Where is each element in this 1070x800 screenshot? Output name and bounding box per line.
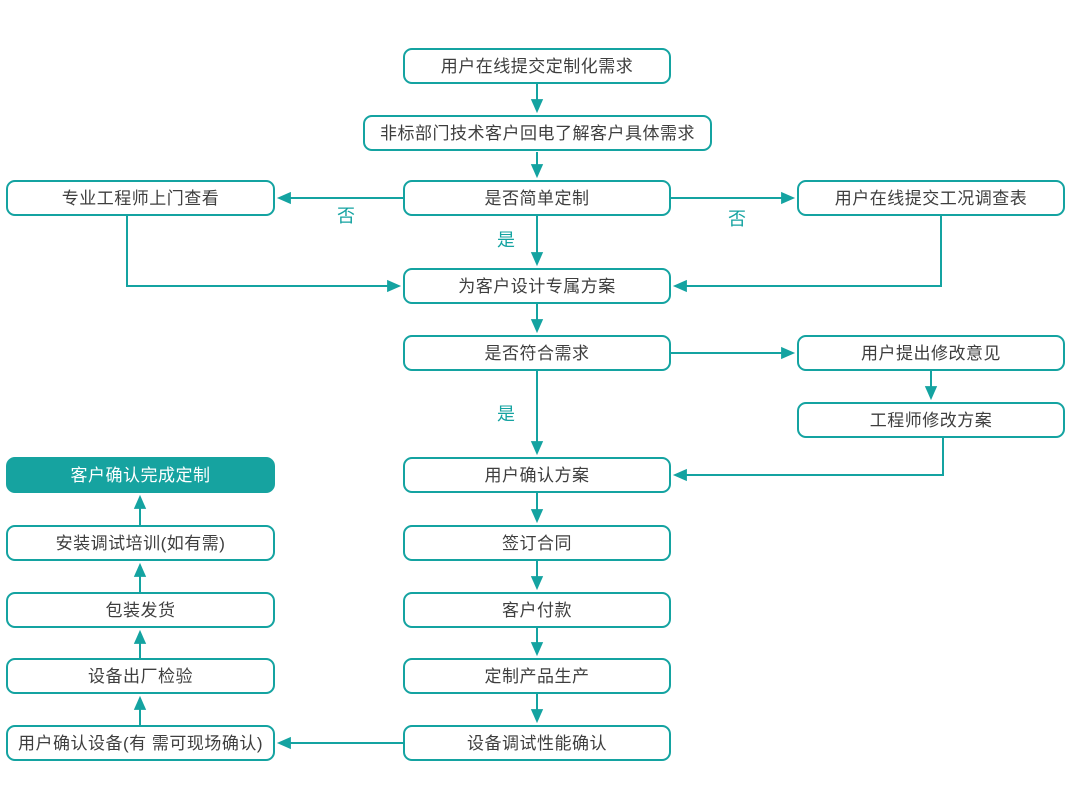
arrow-survey-to-design xyxy=(672,216,942,293)
node-survey-form: 用户在线提交工况调查表 xyxy=(797,180,1065,216)
node-production: 定制产品生产 xyxy=(403,658,671,694)
arrow-visit-to-design xyxy=(126,216,402,293)
node-debug-confirm: 设备调试性能确认 xyxy=(403,725,671,761)
node-packing: 包装发货 xyxy=(6,592,275,628)
edge-label-no-left: 否 xyxy=(337,206,355,226)
node-factory-inspection: 设备出厂检验 xyxy=(6,658,275,694)
edge-label-yes-top: 是 xyxy=(497,230,515,250)
node-user-confirm-device: 用户确认设备(有 需可现场确认) xyxy=(6,725,275,761)
edge-label-no-right: 否 xyxy=(728,209,746,229)
node-match-check: 是否符合需求 xyxy=(403,335,671,371)
node-simple-custom: 是否简单定制 xyxy=(403,180,671,216)
node-sign-contract: 签订合同 xyxy=(403,525,671,561)
node-design-plan: 为客户设计专属方案 xyxy=(403,268,671,304)
node-install-training: 安装调试培训(如有需) xyxy=(6,525,275,561)
node-complete-custom: 客户确认完成定制 xyxy=(6,457,275,493)
node-callback: 非标部门技术客户回电了解客户具体需求 xyxy=(363,115,712,151)
edge-label-yes-mid: 是 xyxy=(497,404,515,424)
node-engineer-visit: 专业工程师上门查看 xyxy=(6,180,275,216)
node-confirm-plan: 用户确认方案 xyxy=(403,457,671,493)
node-engineer-modify: 工程师修改方案 xyxy=(797,402,1065,438)
node-submit-request: 用户在线提交定制化需求 xyxy=(403,48,671,84)
arrow-modify-to-confirmplan xyxy=(672,438,944,482)
node-payment: 客户付款 xyxy=(403,592,671,628)
node-modify-feedback: 用户提出修改意见 xyxy=(797,335,1065,371)
